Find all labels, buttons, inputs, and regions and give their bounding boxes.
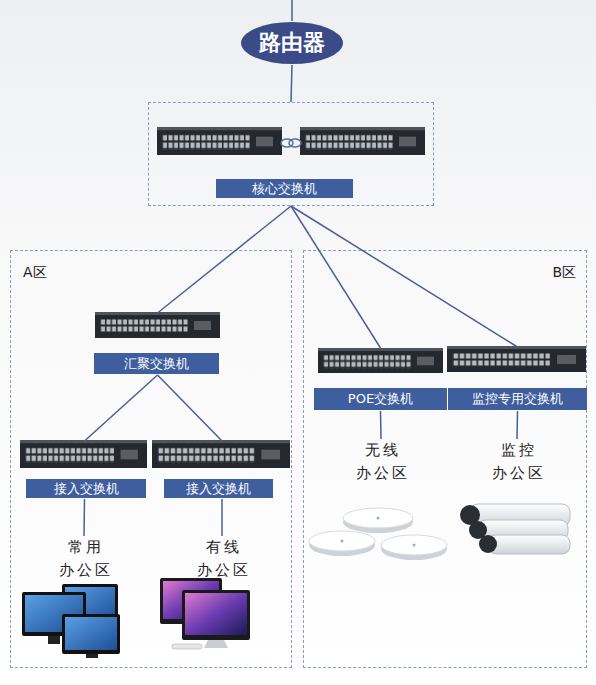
router-shape xyxy=(241,22,343,64)
switch-node: POE交换机 xyxy=(314,348,447,411)
node-label: B区 xyxy=(526,263,576,281)
core-switch-device xyxy=(300,127,425,155)
computer-screen xyxy=(185,593,247,635)
switch-label-band: 接入交换机 xyxy=(164,479,273,498)
office-area: 无线 办公区 xyxy=(303,439,459,561)
switch-label-band: POE交换机 xyxy=(314,388,447,410)
ap-led xyxy=(341,540,344,543)
office-area: 监控 办公区 xyxy=(456,439,578,561)
computer-stand xyxy=(204,640,228,648)
uplink-line xyxy=(291,0,293,21)
network-link xyxy=(221,499,223,536)
monitor-screen xyxy=(65,617,117,650)
network-link xyxy=(380,411,382,439)
switch-label-band: 汇聚交换机 xyxy=(94,353,219,374)
office-area: 有线 办公区 xyxy=(166,536,278,651)
node-label: 路由器 xyxy=(240,21,344,65)
switch-label-band: 接入交换机 xyxy=(26,479,146,498)
network-link xyxy=(85,375,158,441)
office-area: 常用 办公区 xyxy=(34,536,134,661)
monitor-stand xyxy=(48,636,60,644)
zone-region: 汇聚交换机接入交换机接入交换机常用 办公区 有线 办公区 A区 xyxy=(10,250,292,668)
area-label: 有线 办公区 xyxy=(190,536,254,586)
stack-link xyxy=(289,139,301,147)
node-label: A区 xyxy=(23,263,73,281)
switch-label-band: 监控专用交换机 xyxy=(448,388,587,410)
ap-led xyxy=(413,544,416,547)
network-link xyxy=(158,206,292,313)
access-switch-device xyxy=(152,440,290,468)
monitor-switch-device xyxy=(447,346,586,372)
area-label: 常用 办公区 xyxy=(52,536,116,586)
switch-label-band: 核心交换机 xyxy=(216,179,353,198)
switch-node: 汇聚交换机 xyxy=(94,313,221,375)
core-switch-device xyxy=(157,127,282,155)
switch-node: 监控专用交换机 xyxy=(448,347,587,411)
keyboard xyxy=(172,644,202,649)
monitor-stand xyxy=(86,654,98,658)
monitor-bezel xyxy=(62,614,120,654)
access-point xyxy=(343,508,413,528)
area-label: 无线 办公区 xyxy=(349,439,413,489)
camera-lens xyxy=(479,535,497,553)
network-link xyxy=(291,206,381,348)
poe-switch-device xyxy=(318,348,443,373)
network-link xyxy=(291,65,292,102)
access-switch-device xyxy=(20,440,147,468)
switch-node: 接入交换机 xyxy=(153,441,291,499)
zone-region: POE交换机监控专用交换机无线 办公区 监控 办公区 B区 xyxy=(303,250,587,668)
network-link xyxy=(291,206,518,347)
camera-body xyxy=(488,535,570,554)
core-switch-group: 核心交换机 xyxy=(148,102,434,206)
aggregation-switch-device xyxy=(95,312,220,338)
access-point xyxy=(309,531,375,551)
network-link xyxy=(83,499,85,536)
network-link xyxy=(158,375,223,441)
area-label: 监控 办公区 xyxy=(485,439,549,489)
router-node: 路由器 xyxy=(240,21,344,65)
switch-node: 接入交换机 xyxy=(21,441,148,499)
network-link xyxy=(516,411,518,439)
computer-bezel xyxy=(182,590,250,640)
access-point xyxy=(381,535,447,555)
ap-led xyxy=(377,517,380,520)
